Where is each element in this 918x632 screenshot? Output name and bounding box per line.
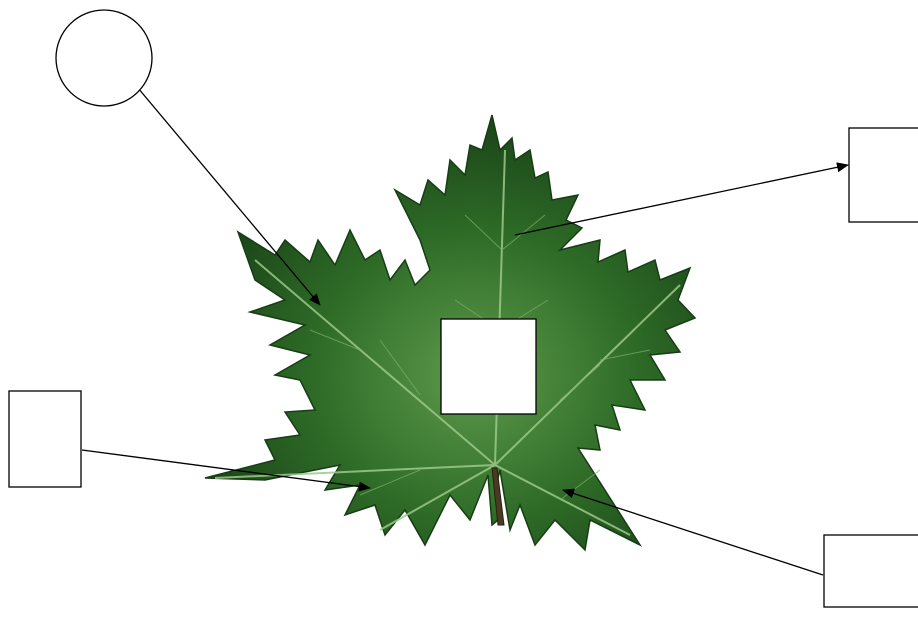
- pointer-line-bottom-right: [563, 490, 823, 575]
- label-circle-top-left: [56, 10, 152, 106]
- label-box-left: [9, 391, 81, 487]
- label-box-top-right: [849, 128, 918, 222]
- label-box-center: [441, 319, 536, 414]
- pointer-line-circle: [138, 88, 320, 305]
- label-box-bottom-right: [824, 535, 918, 607]
